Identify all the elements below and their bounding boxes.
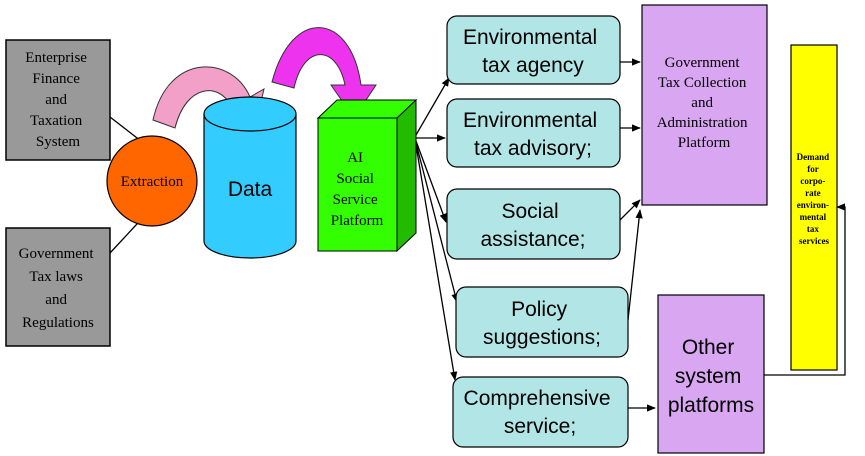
node-ai-platform-line: Social xyxy=(336,171,374,187)
arrow-ai-to-comprehensive xyxy=(415,144,458,381)
node-policy: Policy suggestions; xyxy=(455,286,629,358)
node-other-platforms-line: platforms xyxy=(668,394,754,417)
node-gov-platform-line: Government xyxy=(665,55,741,71)
node-social-label: Social assistance; xyxy=(480,200,585,251)
arrow-social-to-gov xyxy=(619,199,641,221)
node-gov-platform: Government Tax Collection and Administra… xyxy=(641,4,768,206)
node-demand-line: corpo- xyxy=(800,176,825,186)
node-gov-platform-line: Platform xyxy=(678,135,731,151)
node-other-platforms-label: Other system platforms xyxy=(668,336,754,417)
arrow-ai-to-policy xyxy=(415,142,459,303)
node-government-label: Government Tax laws and Regulations xyxy=(19,246,98,331)
arrow-ai-to-social xyxy=(415,140,447,223)
node-other-platforms-line: Other xyxy=(682,336,735,359)
node-extraction: Extraction xyxy=(106,135,198,227)
node-env-advisory: Environmental tax advisory; xyxy=(446,98,621,168)
arrow-ai-to-env-agency xyxy=(415,77,450,136)
node-gov-platform-line: Tax Collection xyxy=(658,75,747,91)
node-ai-platform-label: AI Social Service Platform xyxy=(331,150,384,229)
node-gov-platform-line: and xyxy=(691,95,713,111)
node-enterprise-line: Finance xyxy=(32,71,80,87)
node-policy-line: suggestions; xyxy=(483,326,601,349)
node-gov-platform-line: Administration xyxy=(657,115,748,131)
node-ai-platform-line: Service xyxy=(333,192,378,208)
node-social-line: assistance; xyxy=(480,228,585,251)
node-government-line: Regulations xyxy=(22,315,94,331)
node-comprehensive: Comprehensive service; xyxy=(452,376,629,448)
node-enterprise-line: System xyxy=(36,134,81,150)
node-env-agency-label: Environmental tax agency xyxy=(463,26,603,77)
node-data: Data xyxy=(203,96,297,259)
node-social: Social assistance; xyxy=(446,188,621,260)
node-data-label: Data xyxy=(228,178,273,201)
node-comprehensive-line: service; xyxy=(504,415,576,438)
node-env-agency: Environmental tax agency xyxy=(446,15,621,85)
node-ai-platform-line: Platform xyxy=(331,213,384,229)
node-env-advisory-line: Environmental xyxy=(463,109,597,132)
node-comprehensive-line: Comprehensive xyxy=(464,387,611,410)
node-policy-label: Policy suggestions; xyxy=(483,298,601,349)
node-other-platforms: Other system platforms xyxy=(657,294,765,454)
node-government: Government Tax laws and Regulations xyxy=(5,227,111,347)
node-env-advisory-label: Environmental tax advisory; xyxy=(463,109,603,160)
node-enterprise-line: Taxation xyxy=(30,113,83,129)
node-comprehensive-label: Comprehensive service; xyxy=(464,387,617,438)
arrow-other-to-demand xyxy=(764,203,846,376)
node-enterprise: Enterprise Finance and Taxation System xyxy=(5,39,111,161)
node-demand-line: environ- xyxy=(797,200,829,210)
node-demand-line: rate xyxy=(805,188,821,198)
node-policy-line: Policy xyxy=(511,298,568,321)
node-ai-platform-line: AI xyxy=(347,150,363,166)
curved-arrow-data-to-ai xyxy=(271,27,377,119)
node-demand-line: services xyxy=(799,236,829,246)
node-enterprise-label: Enterprise Finance and Taxation System xyxy=(25,50,90,150)
node-government-line: Tax laws xyxy=(29,269,83,285)
node-env-agency-line: tax agency xyxy=(482,54,584,77)
node-enterprise-line: and xyxy=(45,92,67,108)
node-government-line: Government xyxy=(19,246,95,262)
node-enterprise-line: Enterprise xyxy=(25,50,87,66)
node-demand-line: for xyxy=(807,164,818,174)
connectors xyxy=(109,58,846,412)
node-ai-platform: AI Social Service Platform xyxy=(316,98,418,253)
node-extraction-line: Extraction xyxy=(121,174,184,190)
node-demand-line: mental xyxy=(800,212,827,222)
node-other-platforms-line: system xyxy=(675,365,742,388)
node-extraction-label: Extraction xyxy=(121,174,184,190)
node-demand-line: Demand xyxy=(797,152,830,162)
arrow-policy-to-gov xyxy=(627,209,643,321)
node-social-line: Social xyxy=(501,200,558,223)
node-env-advisory-line: tax advisory; xyxy=(474,137,592,160)
node-demand-line: tax xyxy=(807,224,819,234)
node-government-line: and xyxy=(45,292,67,308)
node-data-line: Data xyxy=(228,178,273,201)
node-demand: Demand for corpo- rate environ- mental t… xyxy=(790,44,838,371)
node-env-agency-line: Environmental xyxy=(463,26,597,49)
node-demand-label: Demand for corpo- rate environ- mental t… xyxy=(797,152,832,246)
node-gov-platform-label: Government Tax Collection and Administra… xyxy=(657,55,752,151)
